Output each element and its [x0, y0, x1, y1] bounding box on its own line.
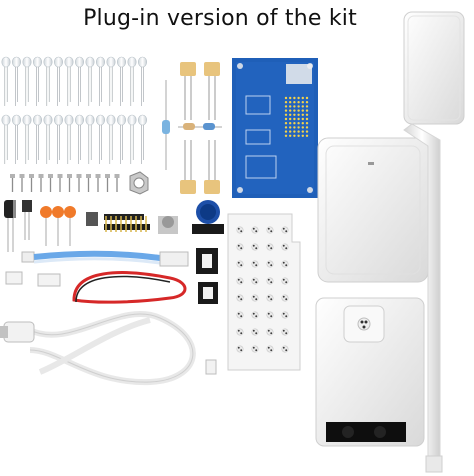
led: [106, 56, 116, 68]
panel-icon: [227, 213, 301, 371]
led: [138, 56, 148, 68]
led: [32, 56, 42, 68]
transistor-icon: [22, 200, 144, 246]
led: [22, 56, 32, 68]
led: [96, 56, 106, 68]
pcb-icon: [232, 58, 318, 198]
led: [117, 56, 127, 68]
enclosure-icon: [317, 137, 429, 283]
led: [96, 114, 106, 126]
led: [64, 56, 74, 68]
led: [1, 114, 11, 126]
socket-icon: [196, 248, 218, 304]
capacitor-icon: [180, 62, 220, 194]
led: [32, 114, 42, 126]
header-icon: [104, 216, 150, 232]
led: [12, 56, 21, 68]
led: [85, 56, 95, 68]
led: [75, 56, 85, 68]
image-title: Plug-in version of the kit: [83, 6, 357, 31]
nut-icon: [129, 171, 149, 195]
base-icon: [315, 297, 425, 447]
led-icon: [1, 56, 148, 164]
led: [127, 114, 137, 126]
led: [106, 114, 116, 126]
wire-icon: [72, 271, 187, 304]
led: [117, 114, 127, 126]
screw-icon: [10, 174, 120, 192]
led: [53, 114, 63, 126]
resistor-icon: [162, 80, 222, 170]
led: [85, 114, 95, 126]
led: [43, 56, 53, 68]
led: [127, 56, 137, 68]
led: [64, 114, 74, 126]
led: [22, 114, 32, 126]
led: [75, 114, 85, 126]
knob-icon: [158, 200, 224, 234]
led: [138, 114, 148, 126]
ribbon-icon: [21, 250, 189, 267]
led: [1, 56, 11, 68]
connector-icon: [5, 271, 61, 287]
lamp-icon: [403, 11, 465, 473]
usb-icon: [0, 311, 217, 386]
led: [12, 114, 21, 126]
led: [53, 56, 63, 68]
electrolytic-icon: [4, 200, 16, 252]
led: [43, 114, 53, 126]
